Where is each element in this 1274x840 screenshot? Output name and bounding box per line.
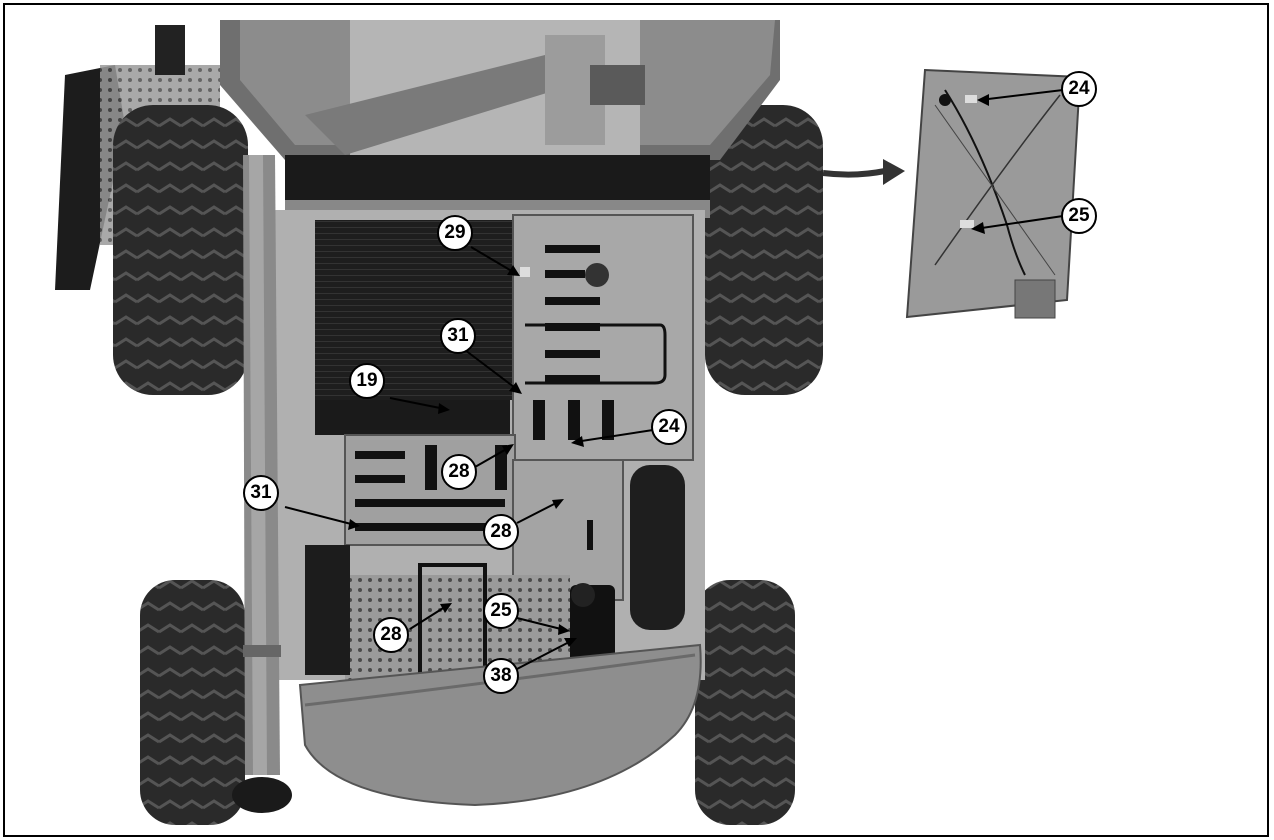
hose-assembly: [630, 465, 685, 630]
callout-24-inset: 24: [1061, 71, 1097, 107]
callout-25-lower: 25: [483, 593, 519, 629]
front-right-tire: [705, 105, 823, 395]
inset-panel: [905, 68, 1082, 319]
rear-right-tire: [695, 580, 795, 825]
callout-28-middle: 28: [483, 514, 519, 550]
front-left-tire: [113, 105, 248, 395]
callout-25-inset: 25: [1061, 198, 1097, 234]
unloading-auger: [232, 155, 292, 813]
rear-bumper: [298, 643, 702, 807]
callout-31-upper: 31: [440, 318, 476, 354]
grain-tank: [220, 20, 780, 218]
inset-pointer-arrow: [822, 168, 886, 178]
callout-38: 38: [483, 658, 519, 694]
callout-31-lower: 31: [243, 475, 279, 511]
callout-19: 19: [349, 363, 385, 399]
callout-24-panel: 24: [651, 409, 687, 445]
battery-component: [570, 585, 615, 675]
diagram-frame: 24 25 29 31 19 24 28 31 28 25 28 38: [3, 3, 1269, 837]
combine-rear-illustration: [55, 20, 1082, 825]
radiator-grille: [315, 220, 515, 400]
leader-lines: [284, 89, 1064, 671]
callout-28-upper: 28: [441, 454, 477, 490]
callout-28-lower: 28: [373, 617, 409, 653]
callout-29: 29: [437, 215, 473, 251]
rear-left-tire: [140, 580, 245, 825]
